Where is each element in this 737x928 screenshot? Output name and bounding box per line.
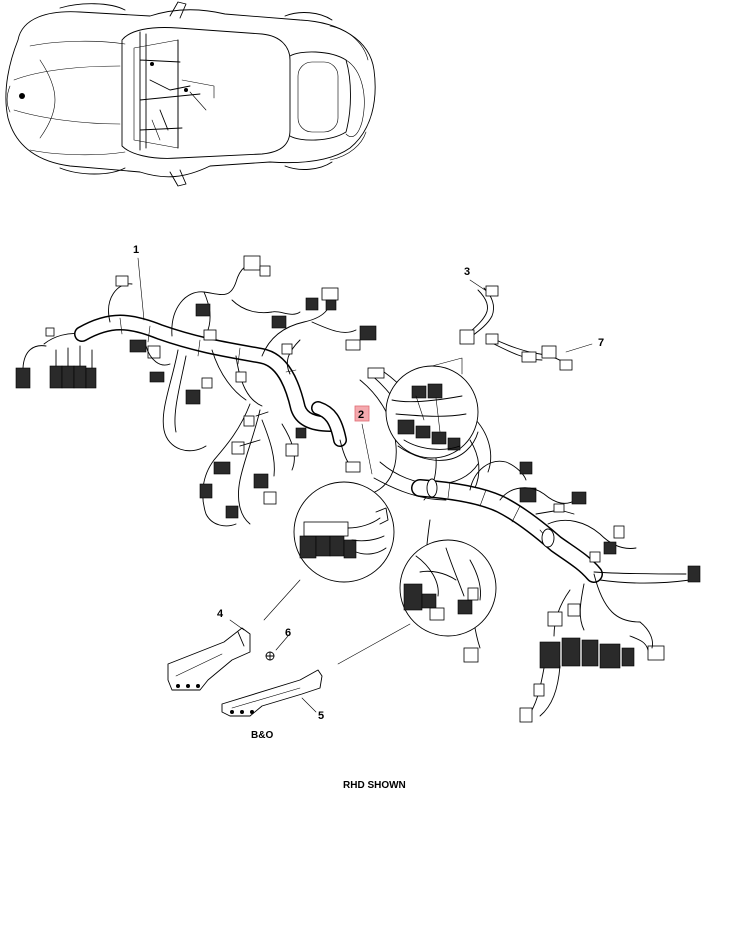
detail-circle-left	[293, 481, 395, 583]
bo-label: B&O	[251, 730, 273, 741]
callout-labels: 1 2 3 4 5 6 7	[133, 244, 604, 722]
rhd-shown-label: RHD SHOWN	[343, 780, 406, 791]
item-3-lead	[459, 285, 499, 345]
callout-1: 1	[133, 244, 139, 256]
screw-6	[265, 651, 275, 661]
callout-6: 6	[285, 627, 291, 639]
main-harness	[15, 255, 377, 527]
callout-2: 2	[358, 409, 364, 421]
callout-4: 4	[217, 608, 224, 620]
callout-5: 5	[318, 710, 324, 722]
item-7-lead	[485, 333, 573, 371]
detail-circle-upper	[385, 365, 479, 459]
detail-circle-right	[399, 539, 497, 637]
instrument-panel-harness	[355, 367, 701, 723]
leader-lines	[137, 257, 593, 713]
callout-2-highlight	[354, 405, 370, 422]
car-top-view	[5, 1, 376, 187]
callout-7: 7	[598, 337, 604, 349]
bracket-5	[221, 669, 323, 717]
callout-3: 3	[464, 266, 470, 278]
bracket-4	[167, 627, 251, 691]
